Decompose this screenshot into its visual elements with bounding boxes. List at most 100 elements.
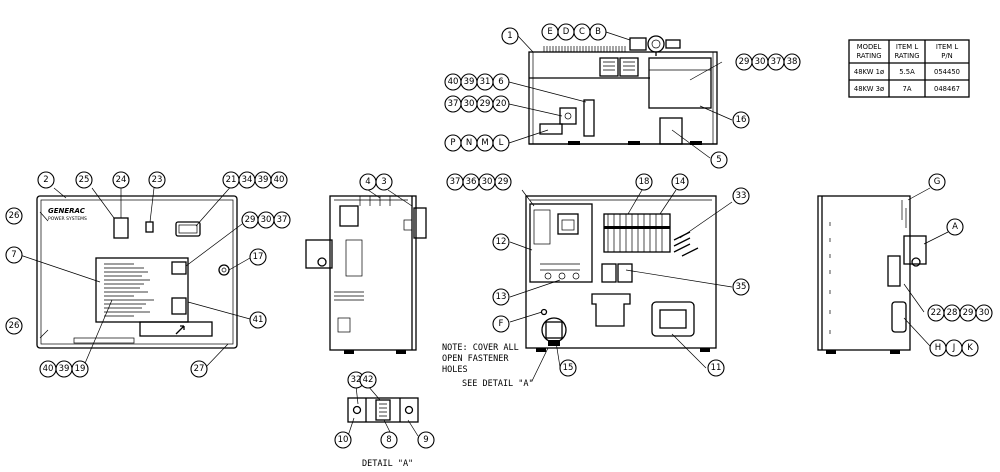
svg-text:M: M — [481, 138, 488, 148]
svg-text:23: 23 — [152, 175, 163, 185]
svg-text:2: 2 — [43, 175, 48, 185]
detail-a-label: DETAIL "A" — [362, 459, 413, 469]
svg-text:26: 26 — [9, 211, 20, 221]
callout: P — [444, 134, 462, 152]
callout: F — [492, 315, 510, 333]
svg-text:28: 28 — [947, 308, 958, 318]
svg-text:13: 13 — [496, 292, 507, 302]
table-cell: 5.5A — [899, 68, 915, 76]
callout: 21 — [222, 171, 240, 189]
svg-text:37: 37 — [771, 57, 782, 67]
callout: 30 — [975, 304, 993, 322]
table-header-2a: ITEM L — [896, 43, 918, 51]
callout: 18 — [635, 173, 653, 191]
callout: B — [589, 23, 607, 41]
svg-text:20: 20 — [496, 99, 507, 109]
callout: 34 — [238, 171, 256, 189]
svg-text:26: 26 — [9, 321, 20, 331]
svg-text:29: 29 — [498, 177, 509, 187]
svg-text:37: 37 — [277, 215, 288, 225]
callout: 11 — [707, 359, 725, 377]
side-view-right — [817, 195, 927, 354]
callout: J — [945, 339, 963, 357]
callout: 15 — [559, 359, 577, 377]
svg-text:33: 33 — [736, 191, 747, 201]
callout: 37 — [446, 173, 464, 191]
interior-view-leaders — [509, 189, 733, 382]
callout: 5 — [710, 151, 728, 169]
callout: 29 — [476, 95, 494, 113]
svg-text:17: 17 — [253, 252, 264, 262]
svg-text:18: 18 — [639, 177, 650, 187]
callout: M — [476, 134, 494, 152]
svg-text:39: 39 — [464, 77, 475, 87]
callout: D — [557, 23, 575, 41]
note-line-1: NOTE: COVER ALL — [442, 343, 519, 353]
see-detail-label: SEE DETAIL "A" — [462, 379, 534, 389]
callout: 29 — [959, 304, 977, 322]
callout: 41 — [249, 311, 267, 329]
table-header-1b: RATING — [856, 52, 881, 60]
detail-a-leaders — [347, 385, 419, 437]
svg-text:5: 5 — [716, 155, 721, 165]
table-header-2b: RATING — [894, 52, 919, 60]
callout: 26 — [5, 317, 23, 335]
callout: 7 — [5, 246, 23, 264]
callout: 27 — [190, 360, 208, 378]
svg-text:40: 40 — [448, 77, 459, 87]
callout: 9 — [417, 431, 435, 449]
callout: 14 — [671, 173, 689, 191]
callout: 16 — [732, 111, 750, 129]
callout: K — [961, 339, 979, 357]
callout: 30 — [751, 53, 769, 71]
svg-text:7: 7 — [11, 250, 16, 260]
callout: C — [573, 23, 591, 41]
callout: 28 — [943, 304, 961, 322]
svg-text:40: 40 — [274, 175, 285, 185]
callout: 2 — [37, 171, 55, 189]
callout: 40 — [270, 171, 288, 189]
svg-text:P: P — [450, 138, 455, 148]
callout: 20 — [492, 95, 510, 113]
brand-logo: GENERAC — [48, 207, 86, 215]
callout: 40 — [39, 360, 57, 378]
callout: 39 — [55, 360, 73, 378]
svg-text:27: 27 — [194, 364, 205, 374]
svg-text:F: F — [499, 319, 504, 329]
table-cell: 48KW 3ø — [854, 85, 884, 93]
callout: N — [460, 134, 478, 152]
svg-text:22: 22 — [931, 308, 942, 318]
callout: 29 — [241, 211, 259, 229]
svg-text:40: 40 — [43, 364, 54, 374]
svg-text:21: 21 — [226, 175, 237, 185]
svg-text:14: 14 — [675, 177, 686, 187]
callout: H — [929, 339, 947, 357]
svg-text:37: 37 — [448, 99, 459, 109]
callout: 31 — [476, 73, 494, 91]
callout: 25 — [75, 171, 93, 189]
callout: 26 — [5, 207, 23, 225]
svg-text:10: 10 — [338, 435, 349, 445]
svg-text:35: 35 — [736, 282, 747, 292]
callout: 37 — [767, 53, 785, 71]
svg-text:24: 24 — [116, 175, 127, 185]
callout: 8 — [380, 431, 398, 449]
table-header-1a: MODEL — [857, 43, 882, 51]
callout: 42 — [359, 371, 377, 389]
svg-text:K: K — [967, 343, 973, 353]
callout: 24 — [112, 171, 130, 189]
top-view-leaders — [508, 31, 733, 159]
detail-a-view — [347, 397, 419, 423]
callout: 39 — [460, 73, 478, 91]
callout: 4 — [359, 173, 377, 191]
table-header-3b: P/N — [941, 52, 952, 60]
svg-text:31: 31 — [480, 77, 491, 87]
svg-text:25: 25 — [79, 175, 90, 185]
svg-text:D: D — [563, 27, 570, 37]
svg-text:30: 30 — [979, 308, 990, 318]
callout: 10 — [334, 431, 352, 449]
svg-text:6: 6 — [498, 77, 503, 87]
svg-text:J: J — [952, 343, 956, 353]
callout: 37 — [273, 211, 291, 229]
